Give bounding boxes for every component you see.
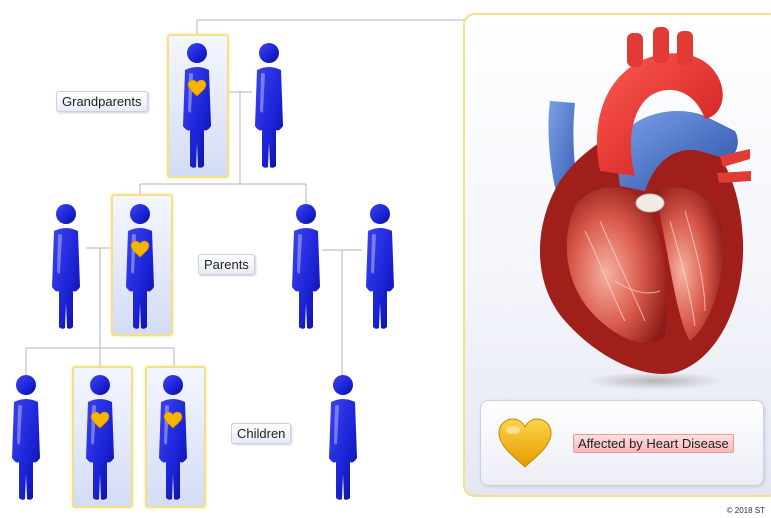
person-figure[interactable] — [249, 42, 289, 170]
person-figure[interactable] — [177, 42, 217, 170]
generation-label-parents: Parents — [198, 254, 255, 275]
heart-illustration-panel: Affected by Heart Disease — [463, 13, 771, 497]
person-icon — [120, 203, 160, 331]
person-icon — [80, 374, 120, 502]
person-icon — [249, 42, 289, 170]
person-icon — [360, 203, 400, 331]
person-icon — [6, 374, 46, 502]
person-figure[interactable] — [46, 203, 86, 331]
person-icon — [323, 374, 363, 502]
person-icon — [46, 203, 86, 331]
person-icon — [153, 374, 193, 502]
person-figure[interactable] — [286, 203, 326, 331]
person-figure[interactable] — [323, 374, 363, 502]
generation-label-children: Children — [231, 423, 291, 444]
person-icon — [286, 203, 326, 331]
person-icon — [177, 42, 217, 170]
person-figure[interactable] — [120, 203, 160, 331]
generation-label-grandparents: Grandparents — [56, 91, 148, 112]
heart-anatomy-illustration — [505, 21, 755, 401]
person-figure[interactable] — [6, 374, 46, 502]
legend-label-affected: Affected by Heart Disease — [573, 434, 734, 453]
person-figure[interactable] — [80, 374, 120, 502]
copyright-notice: © 2018 ST — [727, 506, 765, 515]
person-figure[interactable] — [360, 203, 400, 331]
person-figure[interactable] — [153, 374, 193, 502]
heart-icon — [497, 417, 553, 469]
legend-box: Affected by Heart Disease — [480, 400, 764, 486]
